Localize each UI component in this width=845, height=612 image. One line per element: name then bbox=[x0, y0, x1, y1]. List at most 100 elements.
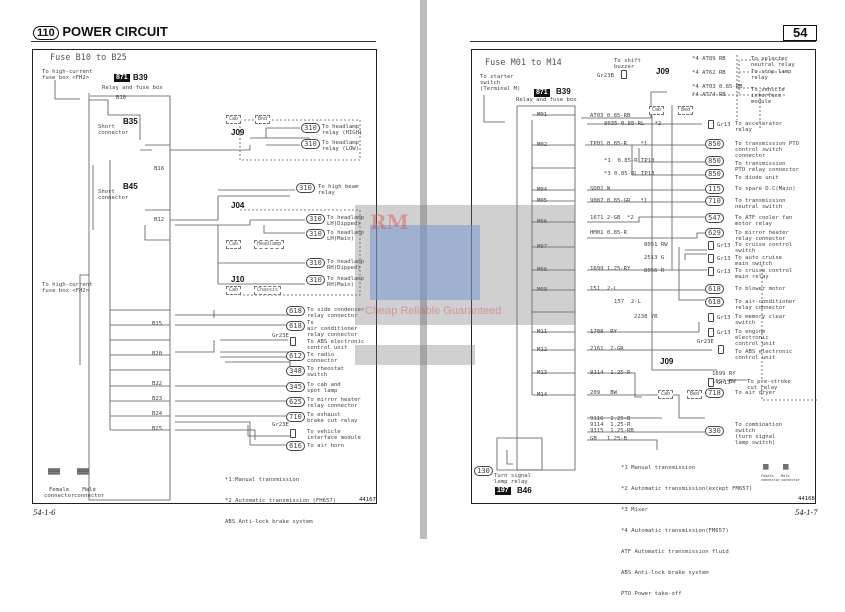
fuse-label: B12 bbox=[154, 217, 165, 223]
fuse-label: B16 bbox=[154, 166, 165, 172]
connector-icon bbox=[708, 241, 714, 250]
wire-label: 9116 1.25-B bbox=[590, 416, 631, 422]
source-label: To starter switch (Terminal M) bbox=[480, 74, 521, 92]
note: *2 Automatic transmission(except FM657) bbox=[621, 486, 753, 492]
relay-box-id: B39 bbox=[133, 73, 148, 82]
circuit-ref[interactable]: 710 bbox=[705, 196, 724, 206]
fuse-label: M09 bbox=[537, 287, 548, 293]
figure-id: 44168 bbox=[798, 496, 815, 502]
destination-label: To combination switch (turn signal lamp … bbox=[735, 422, 783, 446]
destination-label: To exhaust brake cut relay bbox=[307, 412, 358, 424]
female-connector-icon: ▦▦ bbox=[48, 466, 61, 477]
fuse-range-title: Fuse B10 to B25 bbox=[50, 53, 127, 63]
connector-code: Gr13 bbox=[717, 122, 731, 128]
wire-label: SD02 W bbox=[590, 186, 611, 192]
section-number: 110 bbox=[33, 26, 59, 40]
note: *4 Automatic transmission(FM657) bbox=[621, 528, 729, 534]
destination-label: To vehicle interface module bbox=[751, 87, 785, 105]
circuit-ref[interactable]: 130 bbox=[474, 466, 493, 476]
junction-id: J09 bbox=[231, 128, 245, 137]
circuit-ref[interactable]: 618 bbox=[286, 321, 305, 331]
junction-id: J09 bbox=[656, 67, 670, 76]
wire-label: 8051 RW bbox=[644, 242, 668, 248]
fuse-label: B20 bbox=[152, 351, 163, 357]
header-rule bbox=[470, 41, 816, 42]
circuit-ref[interactable]: 612 bbox=[286, 351, 305, 361]
junction-tag: Bed bbox=[678, 106, 694, 115]
fuse-label: B25 bbox=[152, 426, 163, 432]
circuit-ref[interactable]: 616 bbox=[286, 441, 305, 451]
page-number: 54-1-6 bbox=[33, 509, 56, 517]
circuit-ref[interactable]: 310 bbox=[306, 214, 325, 224]
destination-label: To air conditioner relay connector bbox=[307, 320, 358, 338]
circuit-ref[interactable]: 115 bbox=[705, 184, 724, 194]
wire-label: 2513 G bbox=[644, 255, 665, 261]
wire-label: *1 0.85-R TP10 bbox=[604, 158, 655, 164]
destination-label: To mirror heater relay connector bbox=[307, 397, 361, 409]
wire-label: 151 2-L bbox=[590, 286, 617, 292]
connector-icon bbox=[290, 429, 296, 438]
short-connector-id: B35 bbox=[123, 117, 138, 126]
circuit-ref[interactable]: 710 bbox=[286, 412, 305, 422]
circuit-ref[interactable]: 618 bbox=[705, 284, 724, 294]
wire-label: GB 1.25-B bbox=[590, 436, 628, 442]
connector-icon bbox=[708, 378, 714, 387]
section-title: POWER CIRCUIT bbox=[62, 24, 168, 39]
fuse-label: M06 bbox=[537, 219, 548, 225]
page-box: 54 bbox=[783, 25, 818, 41]
circuit-ref[interactable]: 348 bbox=[286, 366, 305, 376]
circuit-ref[interactable]: 850 bbox=[705, 156, 724, 166]
circuit-ref[interactable]: 625 bbox=[286, 397, 305, 407]
destination-label: To ATF cooler fan motor relay bbox=[735, 215, 793, 227]
circuit-ref[interactable]: 850 bbox=[705, 169, 724, 179]
connector-icon bbox=[708, 313, 714, 322]
destination-label: To high beam relay bbox=[318, 184, 359, 196]
destination-label: To headlamp LH(Main) bbox=[327, 230, 365, 242]
connector-code: Gr13 bbox=[717, 315, 731, 321]
short-connector-id: B45 bbox=[123, 182, 138, 191]
circuit-ref[interactable]: 310 bbox=[306, 275, 325, 285]
circuit-ref[interactable]: 310 bbox=[296, 183, 315, 193]
connector-code: Gr13 bbox=[717, 269, 731, 275]
circuit-ref[interactable]: 310 bbox=[301, 139, 320, 149]
destination-label: To headlamp RH(Main) bbox=[327, 276, 365, 288]
circuit-ref[interactable]: 310 bbox=[306, 258, 325, 268]
wire-label: 8056 R bbox=[644, 268, 665, 274]
short-connector-label: Short connector bbox=[98, 189, 129, 201]
circuit-ref[interactable]: 618 bbox=[286, 306, 305, 316]
circuit-ref[interactable]: 310 bbox=[306, 229, 325, 239]
wire-label: *4 AT03 0.85-RB bbox=[692, 84, 743, 90]
connector-icon bbox=[718, 345, 724, 354]
wire-label: 8035 0.85-RL *2 bbox=[604, 121, 662, 127]
fuse-label: M07 bbox=[537, 244, 548, 250]
fuse-label: M04 bbox=[537, 187, 548, 193]
circuit-ref[interactable]: 850 bbox=[705, 139, 724, 149]
relay-box-label: Relay and fuse box bbox=[102, 85, 163, 91]
wire-label: 1671 2-GB *2 bbox=[590, 215, 634, 221]
wire-label: 2161 2-GR bbox=[590, 346, 624, 352]
destination-label: To pre-stroke cut relay bbox=[747, 379, 791, 391]
circuit-ref[interactable]: 330 bbox=[705, 426, 724, 436]
diagram-frame-lower bbox=[471, 234, 816, 504]
fuse-label: M02 bbox=[537, 142, 548, 148]
junction-tag: Cab bbox=[226, 115, 242, 124]
legend-male: Male connector bbox=[781, 474, 800, 482]
circuit-ref[interactable]: 718 bbox=[705, 388, 724, 398]
section-heading: 110 POWER CIRCUIT bbox=[33, 24, 168, 40]
circuit-ref[interactable]: 629 bbox=[705, 228, 724, 238]
source-bottom: To high-current fuse box <FH2> bbox=[42, 282, 93, 294]
relay-box-badge: 871 bbox=[114, 74, 130, 82]
wire-label: 9114 1.25-R bbox=[590, 370, 631, 376]
circuit-ref[interactable]: 547 bbox=[705, 213, 724, 223]
destination-label: To blower motor bbox=[735, 286, 786, 292]
destination-label: To transmission PTO control switch conne… bbox=[735, 141, 799, 159]
connector-icon bbox=[708, 254, 714, 263]
page-number: 54-1-7 bbox=[795, 509, 818, 517]
circuit-ref[interactable]: 345 bbox=[286, 382, 305, 392]
fuse-label: M12 bbox=[537, 347, 548, 353]
circuit-ref[interactable]: 310 bbox=[301, 123, 320, 133]
destination-label: To accelerator relay bbox=[735, 121, 783, 133]
circuit-ref[interactable]: 618 bbox=[705, 297, 724, 307]
connector-code: Gr23B bbox=[597, 73, 614, 79]
relay-box-label: Relay and fuse box bbox=[516, 97, 577, 103]
